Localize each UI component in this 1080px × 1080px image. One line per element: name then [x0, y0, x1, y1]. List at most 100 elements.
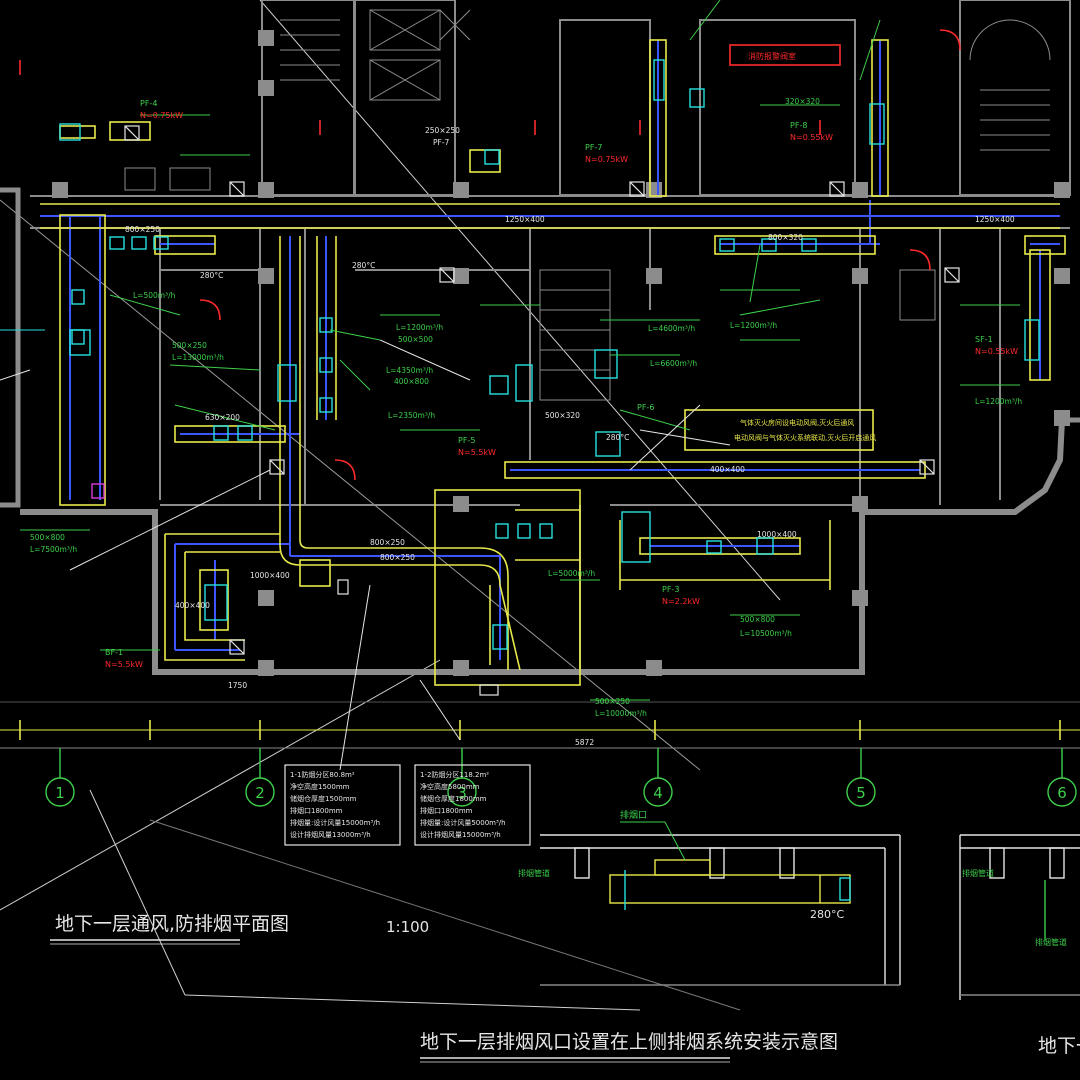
pf4-power: N=0.75kW	[140, 111, 183, 120]
detail-title: 地下一层排烟风口设置在上侧排烟系统安装示意图	[420, 1031, 838, 1053]
detail-temp-label: 280°C	[810, 908, 844, 921]
dim-1: 1250×400	[505, 215, 545, 224]
grid-label-5: 5	[856, 784, 866, 802]
zone1-line2: 净空高度1500mm	[290, 782, 350, 791]
detail-vent-label: 排烟口	[620, 809, 647, 821]
installation-detail	[540, 834, 1080, 1000]
note-1: 500×800	[30, 533, 65, 542]
dim-10: 5872	[575, 738, 594, 747]
dim-8: 800×250	[125, 225, 160, 234]
grid-bubble-1	[45, 777, 75, 807]
note-11: 400×400	[175, 601, 210, 610]
pf5-power: N=5.5kW	[458, 448, 496, 457]
pf6-label: PF-6	[637, 403, 654, 412]
zone1-line1: 1-1防烟分区80.8m²	[290, 770, 355, 779]
airflow-8: L=5000m³/h	[548, 569, 595, 578]
detail-left-label: 排烟管道	[518, 868, 550, 878]
duct-centerlines	[40, 40, 1060, 660]
airflow-6: L=4600m³/h	[648, 324, 695, 333]
grid-label-6: 6	[1057, 784, 1067, 802]
detail-title-cut: 地下一	[1038, 1035, 1080, 1057]
detail-labels: 排烟口 280°C 排烟管道 排烟管道 排烟管道	[518, 809, 1067, 947]
grid-bubble-4	[643, 777, 673, 807]
red-box-label: 消防报警阀室	[748, 51, 796, 61]
zone2-line1: 1-2防烟分区118.2m²	[420, 770, 489, 779]
pf7-power: N=0.75kW	[585, 155, 628, 164]
drawing-titles: 地下一层通风,防排烟平面图 1:100 地下一层排烟风口设置在上侧排烟系统安装示…	[50, 913, 1080, 1063]
structural-columns	[52, 30, 1070, 676]
airflow-2: L=1200m³/h	[396, 323, 443, 332]
zone1-line5: 排烟量:设计风量15000m³/h	[290, 818, 380, 827]
red-items	[19, 29, 961, 481]
callout-line-1: 气体灭火房间设电动风阀,灭火后通风	[740, 418, 854, 427]
airflow-9: L=10500m³/h	[740, 629, 792, 638]
detail-right-label: 排烟管道	[962, 868, 994, 878]
zone2-line2: 净空高度5800mm	[420, 782, 480, 791]
zone2-line4: 排烟口1800mm	[420, 806, 473, 815]
note-6: 500×250	[595, 697, 630, 706]
grid-label-2: 2	[255, 784, 265, 802]
smoke-zone-boxes	[284, 764, 531, 846]
dim-9: 400×400	[710, 465, 745, 474]
airflow-11: L=1200m³/h	[730, 321, 777, 330]
airflow-12: L=10000m³/h	[595, 709, 647, 718]
note-9: 1000×400	[757, 530, 797, 539]
plan-scale: 1:100	[386, 918, 429, 936]
callout-line-2: 电动风阀与气体灭火系统联动,灭火后开启通风	[734, 433, 876, 442]
pf4-label: PF-4	[140, 99, 157, 108]
grid-label-3: 3	[457, 784, 467, 802]
zone1-line4: 排烟口1800mm	[290, 806, 343, 815]
airflow-4: L=2350m³/h	[388, 411, 435, 420]
zone2-line6: 设计排烟风量15000m³/h	[420, 830, 501, 839]
note-3: 400×800	[394, 377, 429, 386]
airflow-labels: L=500m³/h L=1200m³/h L=4350m³/h L=2350m³…	[30, 291, 1022, 718]
grid-label-4: 4	[653, 784, 663, 802]
grid-bubble-5	[846, 777, 876, 807]
note-8: PF-7	[433, 138, 450, 147]
leader-lines	[0, 0, 1020, 771]
smoke-zone-2-text: 1-2防烟分区118.2m² 净空高度5800mm 储烟仓厚度1800mm 排烟…	[420, 770, 506, 839]
grid-axes	[45, 748, 1077, 807]
airflow-13: L=1200m³/h	[975, 397, 1022, 406]
sf1-label: SF-1	[975, 335, 993, 344]
dim-2: 1250×400	[975, 215, 1015, 224]
size-notes: 500×800 500×250 400×800 500×500 320×320 …	[30, 97, 820, 706]
grid-bubble-6	[1047, 777, 1077, 807]
pf5-label: PF-5	[458, 436, 475, 445]
dim-12: 280°C	[352, 261, 375, 270]
note-7: 250×250	[425, 126, 460, 135]
grid-bubble-3	[447, 777, 477, 807]
note-5: 320×320	[785, 97, 820, 106]
dim-3: 800×250	[370, 538, 405, 547]
note-12: 500×800	[740, 615, 775, 624]
zone2-line3: 储烟仓厚度1800mm	[420, 794, 487, 803]
grid-label-1: 1	[55, 784, 65, 802]
equipment-labels: PF-4 N=0.75kW PF-7 N=0.75kW PF-8 N=0.55k…	[105, 51, 1018, 669]
building-walls	[0, 0, 1080, 675]
airflow-7: L=6600m³/h	[650, 359, 697, 368]
note-2: 500×250	[172, 341, 207, 350]
dim-4: 1000×400	[250, 571, 290, 580]
pf8-label: PF-8	[790, 121, 807, 130]
zone1-line3: 储烟仓厚度1500mm	[290, 794, 357, 803]
dim-6: 500×320	[545, 411, 580, 420]
air-terminals	[59, 59, 1040, 650]
dim-11: 1750	[228, 681, 247, 690]
note-4: 500×500	[398, 335, 433, 344]
pf8-power: N=0.55kW	[790, 133, 833, 142]
smoke-zone-1-text: 1-1防烟分区80.8m² 净空高度1500mm 储烟仓厚度1500mm 排烟口…	[290, 770, 380, 839]
detail-left2-label: 排烟管道	[1035, 937, 1067, 947]
duct-dimensions: 1250×400 1250×400 800×250 1000×400 800×3…	[125, 215, 1015, 747]
duct-outlines	[0, 39, 1080, 740]
pf3-power: N=2.2kW	[662, 597, 700, 606]
dim-7: 630×200	[205, 413, 240, 422]
grid-bubble-2	[245, 777, 275, 807]
grid-axis-labels: 1 2 3 4 5 6	[55, 784, 1067, 802]
zone1-line6: 设计排烟风量13000m³/h	[290, 830, 371, 839]
callout-text: 气体灭火房间设电动风阀,灭火后通风 电动风阀与气体灭火系统联动,灭火后开启通风	[734, 418, 876, 442]
bf1-label: BF-1	[105, 648, 123, 657]
dim-14: 280°C	[606, 433, 629, 442]
dim-5: 800×320	[768, 233, 803, 242]
zone2-line5: 排烟量:设计风量5000m³/h	[420, 818, 506, 827]
